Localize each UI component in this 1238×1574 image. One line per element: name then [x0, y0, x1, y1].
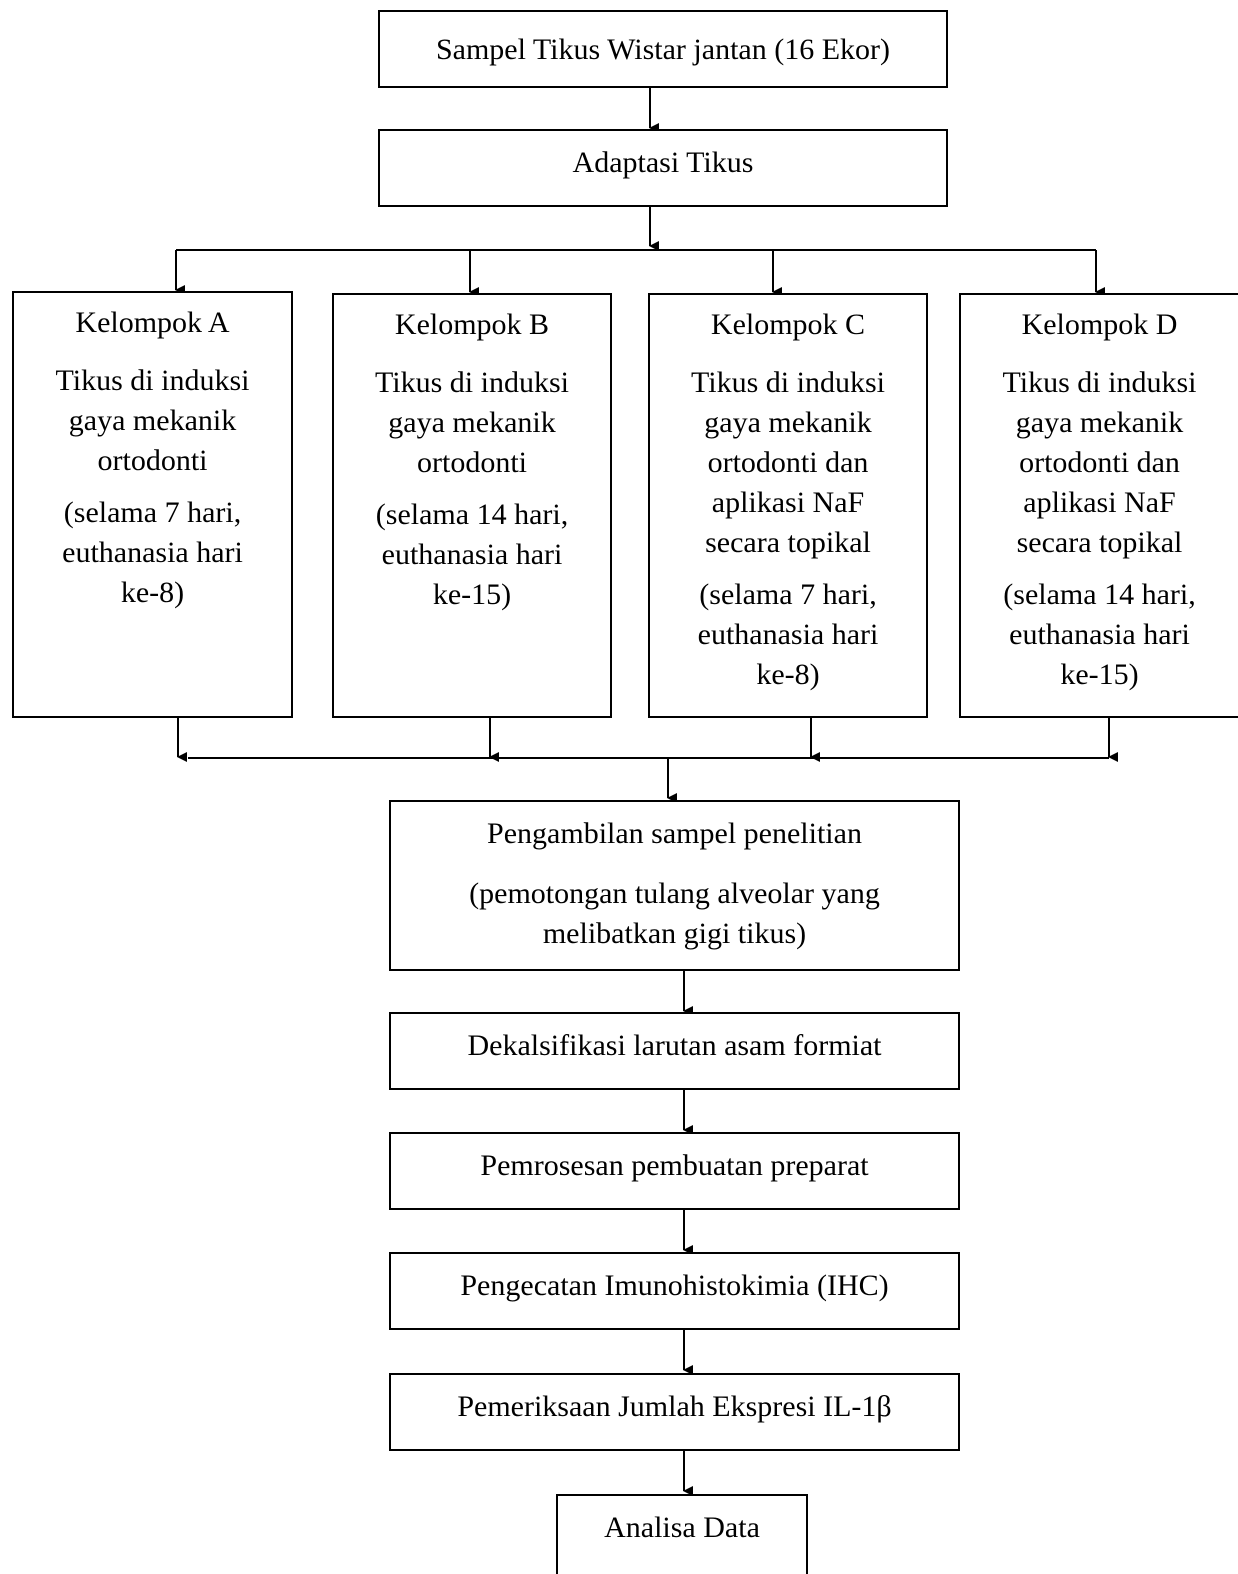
staining-label: Pengecatan Imunohistokimia (IHC) [460, 1269, 889, 1302]
group-d-desc-line: aplikasi NaF [1023, 486, 1176, 519]
group-c-desc-line: aplikasi NaF [711, 486, 865, 519]
group-d-desc-line: secara topikal [1016, 526, 1183, 559]
group-c-note-line: ke-8) [756, 658, 820, 691]
group-c-desc-line: gaya mekanik [704, 406, 872, 439]
decalcification-box: Dekalsifikasi larutan asam formiat [389, 1012, 960, 1090]
group-a-note-line: euthanasia hari [62, 536, 243, 569]
group-a-note-line: ke-8) [120, 576, 185, 609]
group-c-desc-line: ortodonti dan [707, 446, 869, 479]
group-d-note-line: ke-15) [1060, 658, 1139, 691]
group-b-note-line: ke-15) [432, 578, 512, 611]
processing-label: Pemrosesan pembuatan preparat [480, 1149, 869, 1182]
group-a-desc-line: ortodonti [97, 444, 208, 477]
group-b-title: Kelompok B [394, 308, 550, 341]
sample-label: Sampel Tikus Wistar jantan (16 Ekor) [435, 33, 891, 66]
examination-label: Pemeriksaan Jumlah Ekspresi IL-1β [457, 1390, 892, 1423]
group-a-box: Kelompok A Tikus di induksi gaya mekanik… [12, 291, 293, 718]
examination-box: Pemeriksaan Jumlah Ekspresi IL-1β [389, 1373, 960, 1451]
group-d-note-line: euthanasia hari [1009, 618, 1190, 651]
decalcification-label: Dekalsifikasi larutan asam formiat [467, 1029, 882, 1062]
group-d-box: Kelompok D Tikus di induksi gaya mekanik… [959, 293, 1238, 718]
group-d-desc-line: Tikus di induksi [1002, 366, 1197, 399]
sampling-note-line: melibatkan gigi tikus) [542, 917, 807, 950]
sample-box: Sampel Tikus Wistar jantan (16 Ekor) [378, 10, 948, 88]
sampling-box: Pengambilan sampel penelitian (pemotonga… [389, 800, 960, 971]
sampling-title: Pengambilan sampel penelitian [487, 817, 862, 850]
group-d-desc-line: gaya mekanik [1015, 406, 1184, 439]
group-c-desc-line: secara topikal [705, 526, 871, 559]
group-c-note-line: euthanasia hari [697, 618, 879, 651]
group-a-title: Kelompok A [75, 306, 230, 339]
sampling-note-line: (pemotongan tulang alveolar yang [469, 877, 880, 910]
group-c-title: Kelompok C [710, 308, 866, 341]
group-d-note-line: (selama 14 hari, [1003, 578, 1196, 611]
group-b-desc-line: ortodonti [417, 446, 527, 479]
group-a-desc-line: gaya mekanik [68, 404, 237, 437]
group-d-title: Kelompok D [1021, 308, 1178, 341]
group-a-note-line: (selama 7 hari, [63, 496, 242, 529]
group-a-desc-line: Tikus di induksi [55, 364, 250, 397]
group-b-desc-line: Tikus di induksi [375, 366, 569, 399]
group-c-box: Kelompok C Tikus di induksi gaya mekanik… [648, 293, 928, 718]
group-d-desc-line: ortodonti dan [1019, 446, 1180, 479]
adaptation-box: Adaptasi Tikus [378, 129, 948, 207]
analysis-box: Analisa Data [556, 1494, 808, 1574]
adaptation-label: Adaptasi Tikus [572, 146, 754, 179]
group-b-box: Kelompok B Tikus di induksi gaya mekanik… [332, 293, 612, 718]
staining-box: Pengecatan Imunohistokimia (IHC) [389, 1252, 960, 1330]
group-b-note-line: (selama 14 hari, [375, 498, 569, 531]
analysis-label: Analisa Data [604, 1511, 760, 1544]
group-c-note-line: (selama 7 hari, [699, 578, 877, 611]
processing-box: Pemrosesan pembuatan preparat [389, 1132, 960, 1210]
group-b-note-line: euthanasia hari [381, 538, 563, 571]
group-b-desc-line: gaya mekanik [388, 406, 556, 439]
group-c-desc-line: Tikus di induksi [691, 366, 885, 399]
